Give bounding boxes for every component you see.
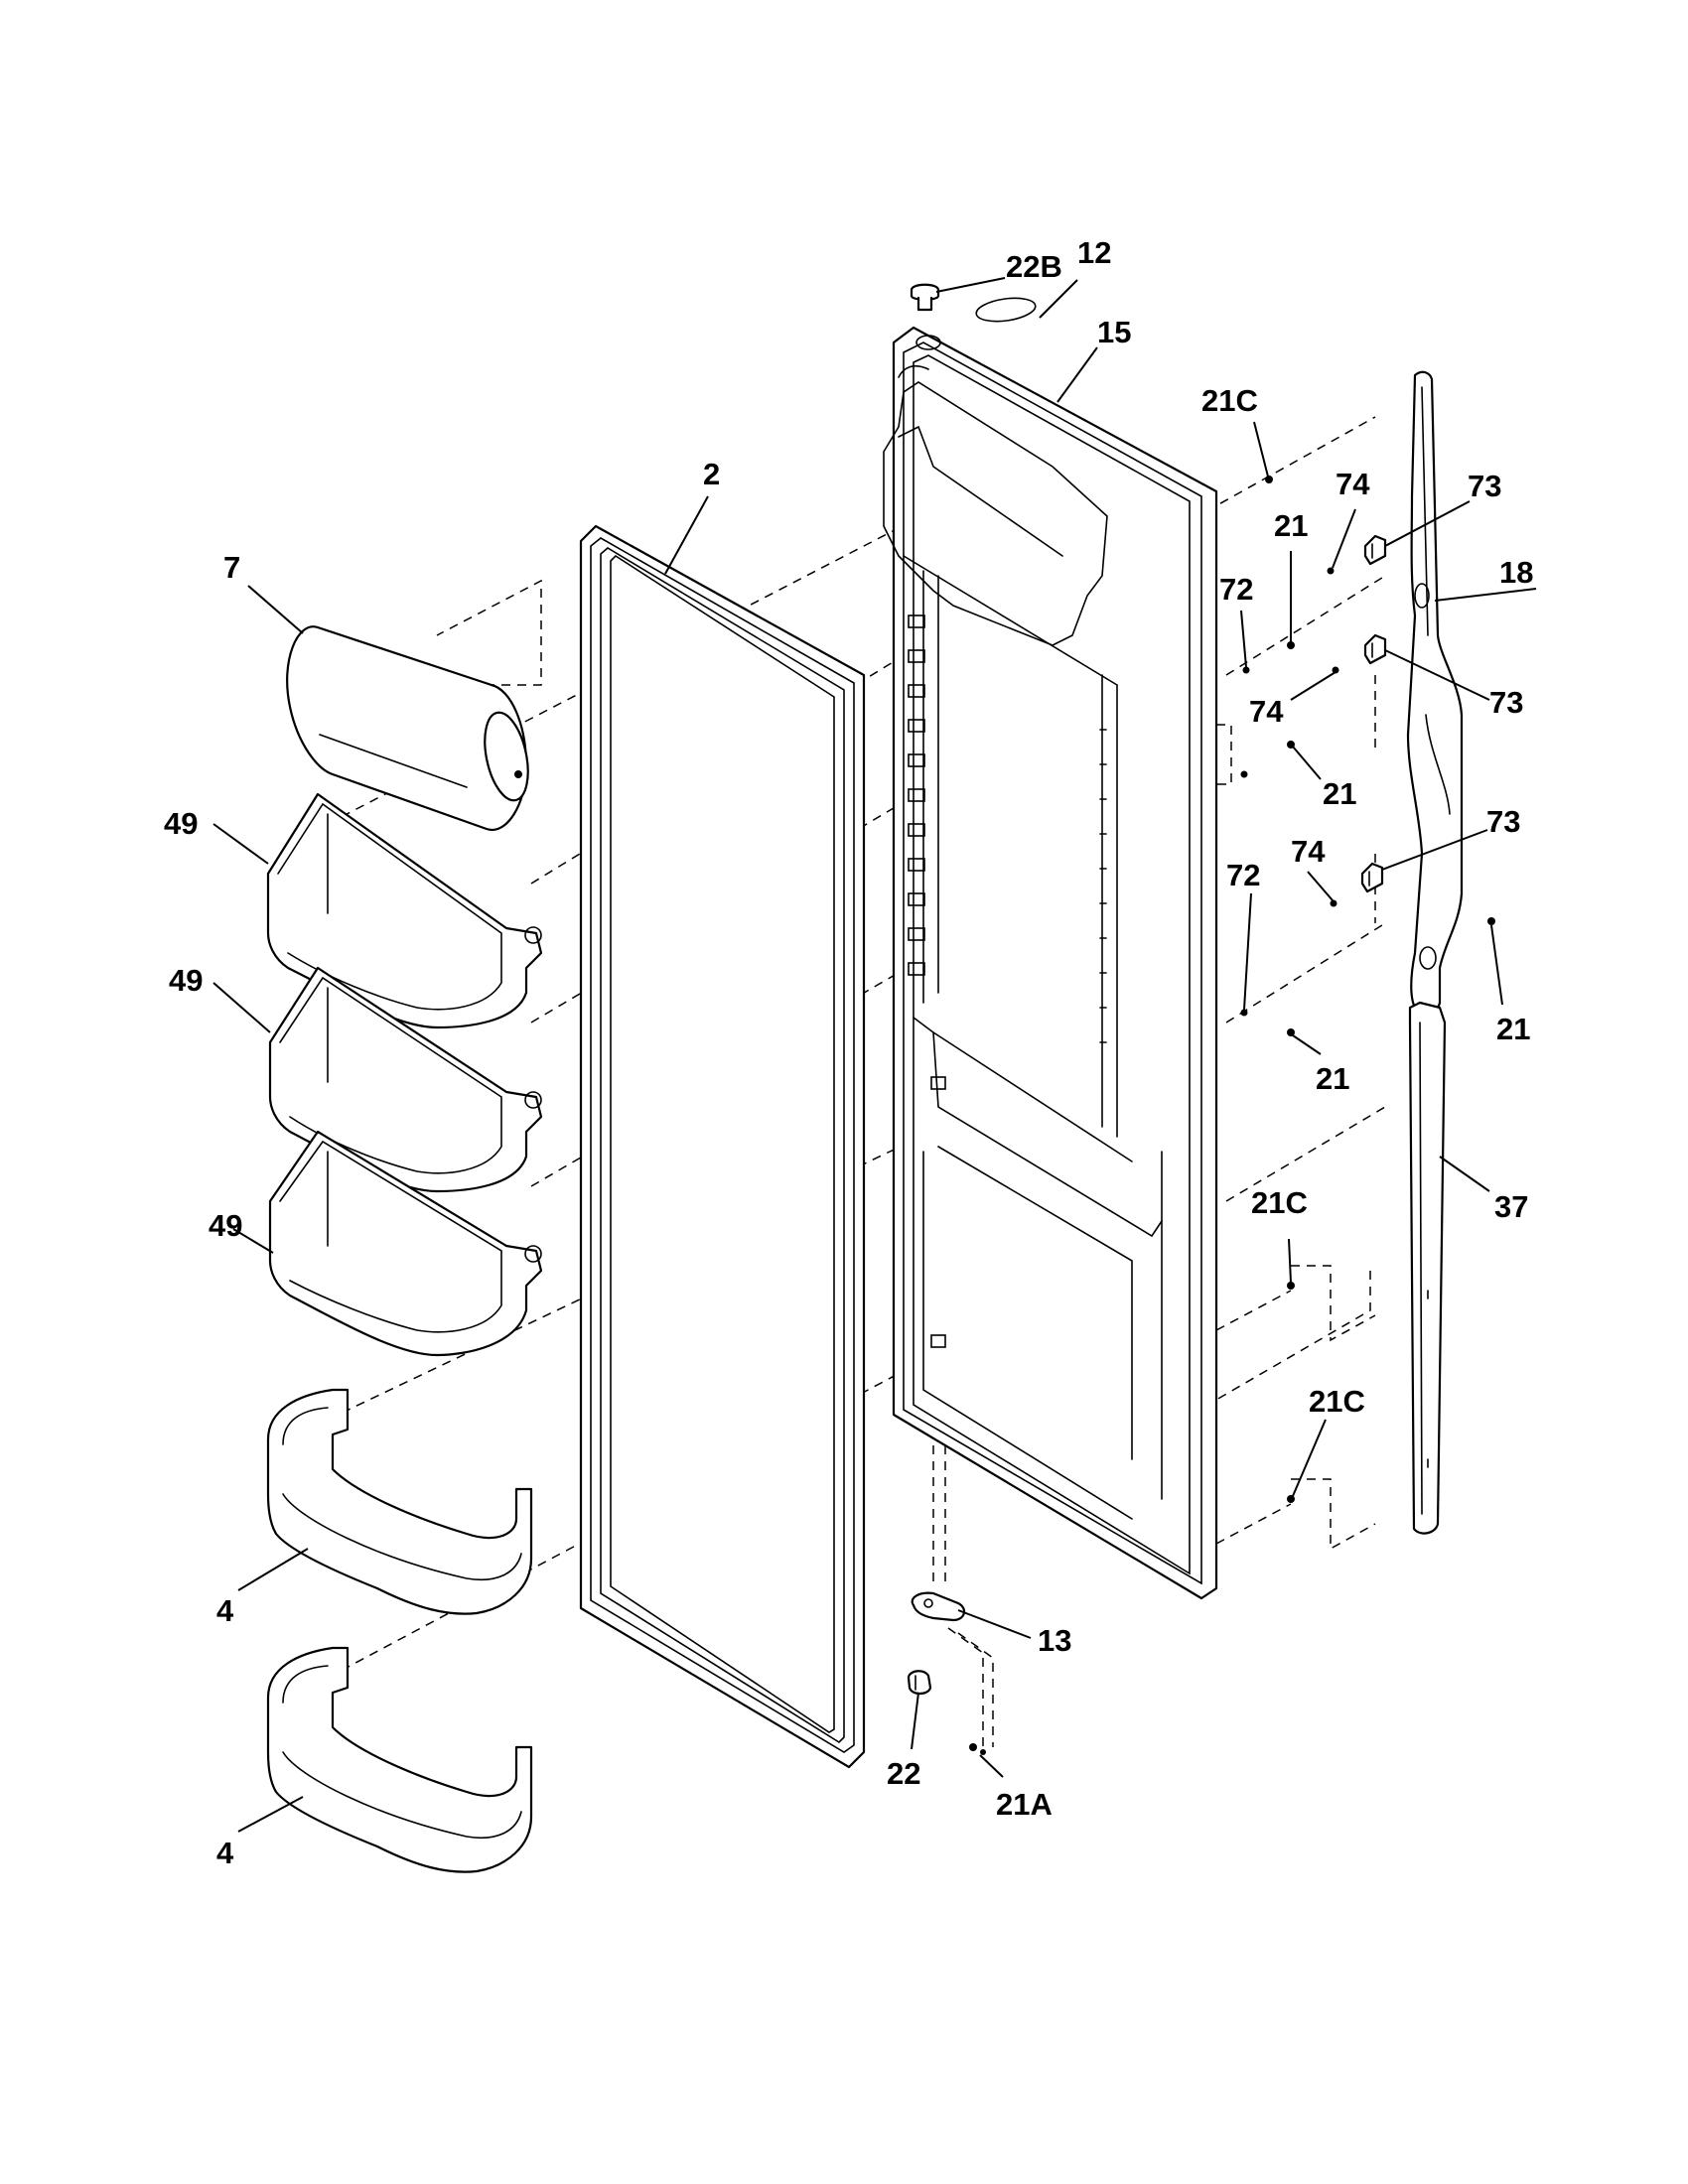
callout-22: 22 bbox=[887, 1756, 920, 1791]
part-7-cylinder bbox=[286, 625, 529, 832]
part-4-shelf-2 bbox=[266, 1646, 533, 1873]
part-22-hinge-pin bbox=[907, 1670, 932, 1696]
callout-21A: 21A bbox=[996, 1787, 1053, 1822]
part-18-handle bbox=[1406, 370, 1464, 1013]
part-49-bin-1 bbox=[266, 792, 543, 1029]
callout-7: 7 bbox=[223, 550, 240, 585]
part-49-bin-3 bbox=[268, 1130, 543, 1357]
part-73-clip-3 bbox=[1360, 862, 1384, 893]
fasteners bbox=[969, 476, 1495, 1755]
callout-49-b: 49 bbox=[169, 963, 203, 998]
callout-21-d: 21 bbox=[1316, 1061, 1349, 1096]
part-2-gasket bbox=[579, 524, 866, 1769]
callout-73-c: 73 bbox=[1486, 804, 1520, 839]
callout-21C-top: 21C bbox=[1201, 383, 1258, 418]
callout-74-c: 74 bbox=[1291, 834, 1326, 869]
part-22B-bushing bbox=[910, 283, 940, 312]
part-73-clip-1 bbox=[1363, 534, 1387, 566]
part-37-handle-trim bbox=[1408, 1001, 1447, 1535]
part-12-washer bbox=[975, 297, 1037, 323]
callout-72-b: 72 bbox=[1226, 858, 1260, 892]
callout-13: 13 bbox=[1038, 1623, 1071, 1658]
callout-37: 37 bbox=[1494, 1189, 1528, 1224]
callout-21-b: 21 bbox=[1323, 776, 1356, 811]
callout-12: 12 bbox=[1077, 235, 1111, 270]
callout-4-a: 4 bbox=[216, 1593, 234, 1628]
callout-15: 15 bbox=[1097, 315, 1131, 349]
callout-2: 2 bbox=[703, 457, 720, 491]
callout-22B: 22B bbox=[1006, 249, 1062, 284]
leader-lines bbox=[212, 277, 1537, 1833]
callout-74-a: 74 bbox=[1336, 467, 1370, 501]
part-15-door bbox=[883, 326, 1218, 1600]
callout-74-b: 74 bbox=[1249, 694, 1284, 729]
callout-49-c: 49 bbox=[209, 1208, 242, 1243]
callout-21-c: 21 bbox=[1496, 1012, 1530, 1046]
callout-49-a: 49 bbox=[164, 806, 198, 841]
part-4-shelf-1 bbox=[266, 1388, 533, 1615]
part-73-clip-2 bbox=[1363, 633, 1387, 665]
part-13-hinge-plate bbox=[911, 1591, 966, 1622]
callout-21C-mid: 21C bbox=[1251, 1185, 1308, 1220]
callout-21C-low: 21C bbox=[1309, 1384, 1365, 1419]
callout-73-b: 73 bbox=[1489, 685, 1523, 720]
callout-72-a: 72 bbox=[1219, 572, 1253, 607]
callout-21-a: 21 bbox=[1274, 508, 1308, 543]
callout-labels: 22B 12 15 21C 2 7 74 73 21 18 72 74 73 2… bbox=[164, 235, 1533, 1870]
callout-4-b: 4 bbox=[216, 1836, 234, 1870]
callout-73-a: 73 bbox=[1468, 469, 1501, 503]
callout-18: 18 bbox=[1499, 555, 1533, 590]
